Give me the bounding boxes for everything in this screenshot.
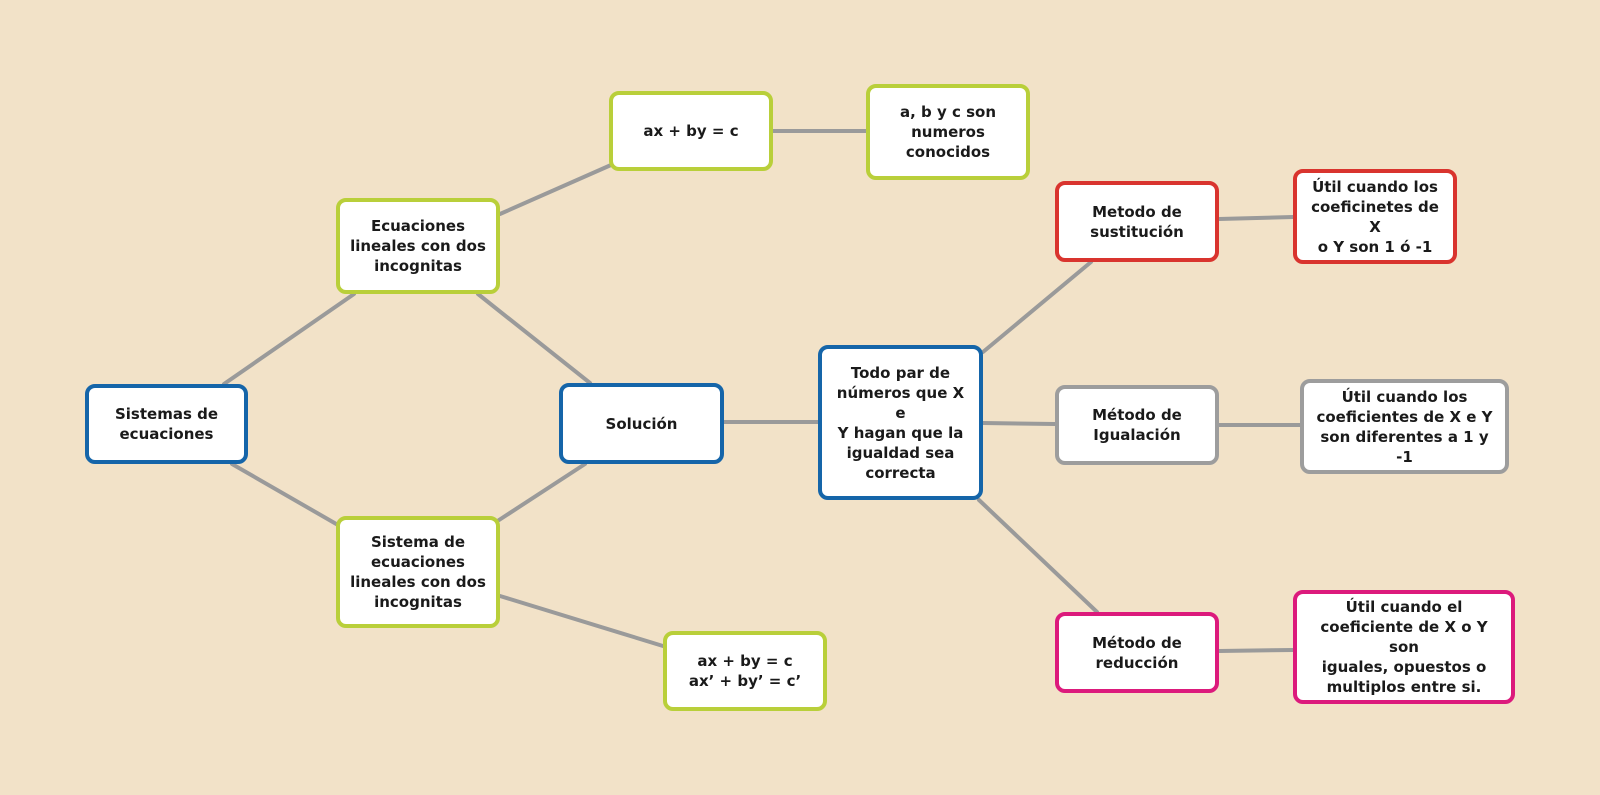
connector-sistemas-sistema (230, 462, 340, 527)
node-solucion: Solución (559, 383, 724, 464)
node-sistema-forma: ax + by = c ax’ + by’ = c’ (663, 631, 827, 711)
node-coeficientes-conocidos: a, b y c son numeros conocidos (866, 84, 1030, 180)
connector-reduccion-util3 (1217, 648, 1295, 653)
node-util-igualacion: Útil cuando los coeficientes de X e Y so… (1300, 379, 1509, 474)
connector-sistema-solucion (494, 462, 587, 524)
node-metodo-reduccion: Método de reducción (1055, 612, 1219, 693)
connector-todo-igualacion (981, 421, 1057, 426)
node-ecuaciones-lineales: Ecuaciones lineales con dos incognitas (336, 198, 500, 294)
connector-sustitucion-util1 (1217, 215, 1295, 221)
connector-ecuaciones-solucion (476, 292, 592, 385)
connector-sistemas-ecuaciones (222, 292, 356, 386)
node-sistema-ecuaciones-lineales: Sistema de ecuaciones lineales con dos i… (336, 516, 500, 628)
connector-todo-reduccion (977, 498, 1099, 614)
node-forma-general: ax + by = c (609, 91, 773, 171)
node-todo-par: Todo par de números que X e Y hagan que … (818, 345, 983, 500)
connector-todo-sustitucion (981, 260, 1093, 354)
node-metodo-igualacion: Método de Igualación (1055, 385, 1219, 465)
node-sistemas-de-ecuaciones: Sistemas de ecuaciones (85, 384, 248, 464)
connector-ecuaciones-axby (498, 163, 613, 216)
node-util-sustitucion: Útil cuando los coeficinetes de X o Y so… (1293, 169, 1457, 264)
node-util-reduccion: Útil cuando el coeficiente de X o Y son … (1293, 590, 1515, 704)
node-metodo-sustitucion: Metodo de sustitución (1055, 181, 1219, 262)
connector-sistema-axby2 (498, 594, 665, 648)
